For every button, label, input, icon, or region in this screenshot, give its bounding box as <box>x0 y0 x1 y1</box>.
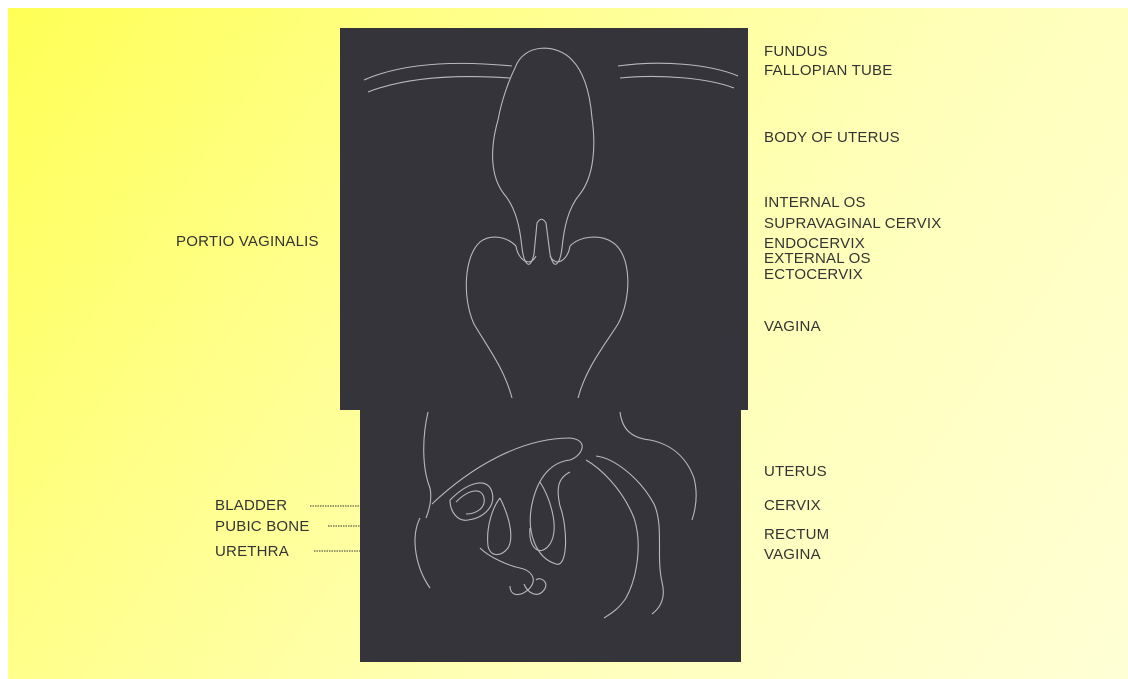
label-body-of-uterus: BODY OF UTERUS <box>764 129 900 146</box>
leader-lines <box>8 8 1128 679</box>
label-external-os: EXTERNAL OS <box>764 250 871 267</box>
label-urethra: URETHRA <box>215 543 289 560</box>
label-ectocervix: ECTOCERVIX <box>764 266 863 283</box>
label-vagina-bottom: VAGINA <box>764 546 821 563</box>
label-cervix: CERVIX <box>764 497 821 514</box>
label-internal-os: INTERNAL OS <box>764 194 866 211</box>
label-pubic-bone: PUBIC BONE <box>215 518 310 535</box>
label-fundus: FUNDUS <box>764 43 828 60</box>
label-bladder: BLADDER <box>215 497 287 514</box>
label-vagina-top: VAGINA <box>764 318 821 335</box>
label-fallopian-tube: FALLOPIAN TUBE <box>764 62 892 79</box>
label-portio-vaginalis: PORTIO VAGINALIS <box>176 233 319 250</box>
label-supravaginal-cervix: SUPRAVAGINAL CERVIX <box>764 215 941 232</box>
slide-background: FUNDUS FALLOPIAN TUBE BODY OF UTERUS INT… <box>8 8 1128 679</box>
label-uterus: UTERUS <box>764 463 827 480</box>
label-rectum: RECTUM <box>764 526 829 543</box>
